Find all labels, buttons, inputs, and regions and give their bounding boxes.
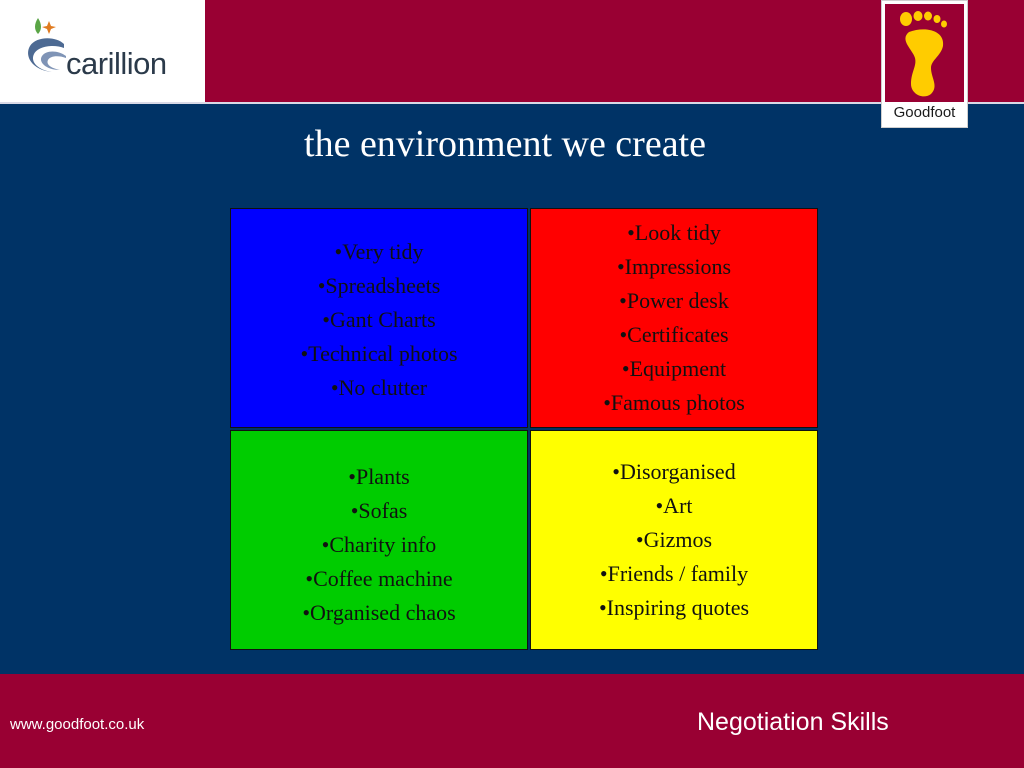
list-item: •Famous photos	[603, 390, 745, 415]
list-item: •Look tidy	[627, 220, 721, 245]
quadrant-bottom-right: •Disorganised •Art •Gizmos •Friends / fa…	[530, 430, 818, 650]
list-item: •Charity info	[321, 532, 437, 557]
carillion-logo-text: carillion	[66, 46, 167, 81]
list-item: •Disorganised	[612, 459, 736, 484]
list-item: •Gant Charts	[322, 307, 436, 332]
list-item: •No clutter	[330, 375, 428, 400]
list-item: •Impressions	[616, 254, 732, 279]
quadrant-bottom-left: •Plants •Sofas •Charity info •Coffee mac…	[230, 430, 528, 650]
list-item: •Very tidy	[334, 239, 424, 264]
goodfoot-logo: Goodfoot	[881, 0, 968, 128]
header-divider	[0, 102, 1024, 104]
footer-bar	[0, 674, 1024, 768]
list-item: •Inspiring quotes	[598, 595, 750, 620]
list-item: •Sofas	[350, 498, 408, 523]
list-item: •Gizmos	[635, 527, 713, 552]
quadrant-top-right: •Look tidy •Impressions •Power desk •Cer…	[530, 208, 818, 428]
goodfoot-logo-text: Goodfoot	[893, 104, 956, 121]
list-item: •Spreadsheets	[317, 273, 441, 298]
list-item: •Technical photos	[300, 341, 458, 366]
list-item: •Power desk	[619, 288, 729, 313]
list-item: •Organised chaos	[302, 600, 456, 625]
list-item: •Equipment	[621, 356, 727, 381]
footer-url: www.goodfoot.co.uk	[10, 716, 145, 733]
carillion-logo: carillion	[0, 0, 205, 102]
footer-course-title: Negotiation Skills	[697, 708, 889, 736]
list-item: •Coffee machine	[305, 566, 453, 591]
list-item: •Art	[655, 493, 693, 518]
list-item: •Plants	[348, 464, 410, 489]
slide-title: the environment we create	[304, 123, 706, 165]
goodfoot-logo-badge	[885, 4, 964, 102]
list-item: •Friends / family	[599, 561, 749, 586]
footprint-icon	[900, 11, 947, 97]
list-item: •Certificates	[619, 322, 729, 347]
quadrant-top-left: •Very tidy •Spreadsheets •Gant Charts •T…	[230, 208, 528, 428]
carillion-swoosh-icon	[28, 18, 66, 72]
